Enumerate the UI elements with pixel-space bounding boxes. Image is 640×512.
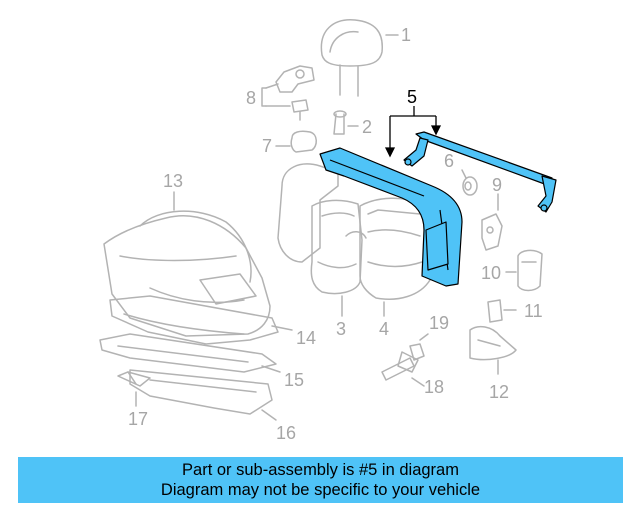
part-5-callout-bracket	[384, 106, 442, 158]
part-11-striker	[487, 299, 517, 323]
part-4-seatback-cover	[345, 197, 431, 317]
callout-5: 5	[407, 87, 418, 107]
callout-17: 17	[128, 409, 149, 429]
part-10-latch-cover	[505, 249, 543, 292]
caption-line-2: Diagram may not be specific to your vehi…	[160, 481, 481, 499]
callout-13: 13	[163, 171, 184, 191]
callout-2: 2	[362, 117, 373, 137]
callout-8: 8	[246, 88, 257, 108]
callout-18: 18	[424, 377, 445, 397]
part-17-clip	[117, 371, 151, 407]
part-5-seatback-frame	[319, 131, 557, 287]
part-18-bolt	[381, 351, 425, 387]
part-15-seat-support	[99, 333, 281, 373]
part-14-seat-frame	[109, 295, 293, 345]
callout-14: 14	[296, 328, 317, 348]
callout-3: 3	[336, 319, 347, 339]
callout-9: 9	[492, 175, 503, 195]
part-2-guide-pin	[333, 110, 359, 135]
part-3-seatback-cushion	[277, 163, 363, 317]
caption-bar: Part or sub-assembly is #5 in diagram Di…	[18, 457, 623, 503]
callout-16: 16	[276, 423, 297, 443]
part-16-seat-base	[129, 369, 277, 421]
part-19-nut	[409, 333, 429, 361]
part-13-seat-cushion	[103, 191, 271, 337]
callout-11: 11	[524, 301, 543, 321]
callout-1: 1	[401, 25, 412, 45]
callout-10: 10	[481, 263, 502, 283]
part-8-headrest-guide	[261, 65, 315, 121]
callout-7: 7	[262, 136, 273, 156]
part-9-latch-bracket	[481, 193, 503, 251]
callout-6: 6	[444, 151, 455, 171]
part-12-side-cover	[469, 325, 517, 375]
part-1-headrest	[320, 19, 399, 97]
callout-19: 19	[429, 313, 450, 333]
callout-4: 4	[379, 319, 390, 339]
callout-15: 15	[284, 370, 305, 390]
callout-12: 12	[489, 382, 510, 402]
part-7-lock-knob	[275, 130, 317, 153]
caption-line-1: Part or sub-assembly is #5 in diagram	[182, 461, 459, 479]
part-6-bushing	[461, 169, 478, 196]
